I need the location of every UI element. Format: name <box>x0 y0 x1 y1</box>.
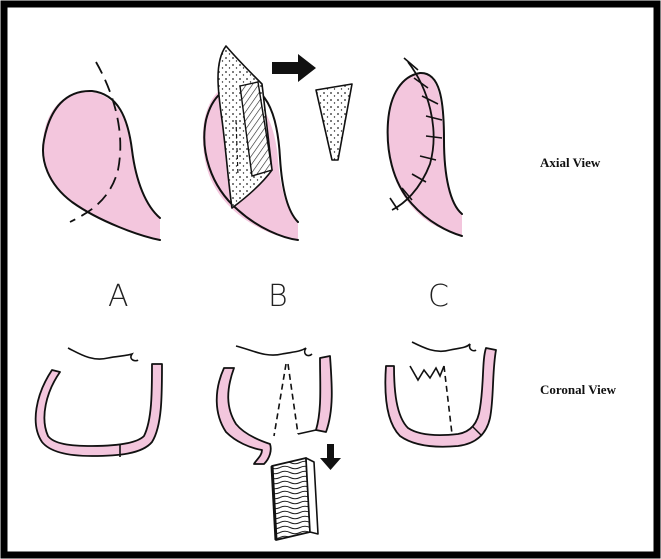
coronal-view-label: Coronal View <box>540 382 617 397</box>
axial-panel-b <box>203 46 298 240</box>
axial-panel-a <box>43 62 160 240</box>
excised-wedge <box>316 84 352 160</box>
axial-panel-c <box>387 58 462 236</box>
panel-letter-c: C <box>428 279 449 314</box>
panel-letter-a: A <box>108 279 129 314</box>
coronal-panel-c <box>385 342 496 447</box>
arrow-right-icon <box>272 54 316 82</box>
coronal-panel-b <box>217 346 332 464</box>
arrow-down-icon <box>320 444 341 470</box>
frame-border <box>4 4 657 555</box>
panel-letter-b: B <box>268 279 288 314</box>
excised-cartilage <box>272 458 318 540</box>
coronal-panel-a <box>36 348 162 457</box>
axial-view-label: Axial View <box>540 155 601 170</box>
